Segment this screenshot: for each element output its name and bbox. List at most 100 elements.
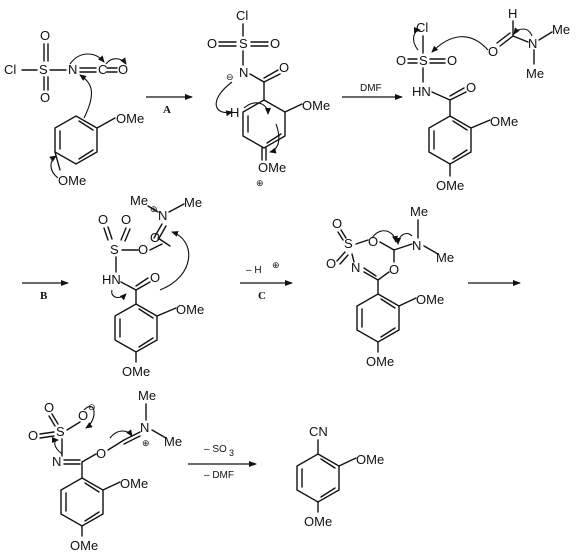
bond	[135, 277, 149, 287]
bond	[431, 91, 451, 101]
bond	[320, 487, 336, 498]
atom-o: O	[207, 36, 217, 51]
charge-plus: ⊕	[272, 260, 280, 270]
bond	[339, 254, 349, 265]
reaction-arrow-step-b: B	[22, 280, 69, 302]
curly-arrow	[395, 233, 413, 245]
step-label-b: B	[40, 290, 48, 302]
bond	[48, 415, 56, 427]
atom-s: S	[344, 236, 353, 251]
bond	[153, 223, 163, 239]
atom-n: N	[68, 62, 77, 77]
methoxy-group: OMe	[436, 178, 464, 193]
bond	[78, 149, 94, 160]
benzene-ring	[296, 453, 340, 503]
atom-n: N	[412, 238, 421, 253]
methyl-group: Me	[526, 66, 544, 81]
bond	[151, 429, 167, 439]
atom-h: H	[508, 6, 517, 21]
nitrile-group: CN	[309, 424, 328, 439]
bond	[470, 119, 491, 129]
atom-o: O	[78, 408, 88, 423]
bond	[284, 103, 303, 113]
atom-h: H	[230, 105, 239, 120]
bond	[107, 439, 125, 451]
benzene-ring	[356, 293, 400, 343]
atom-cl: Cl	[416, 20, 428, 35]
atom-o: O	[270, 36, 280, 51]
condition-minus-h: – H	[246, 265, 262, 276]
curly-arrow	[79, 74, 93, 119]
methoxy-group: OMe	[116, 111, 144, 126]
bond	[120, 281, 137, 291]
methoxy-group: OMe	[176, 302, 204, 317]
bond	[138, 308, 154, 319]
methoxy-group: OMe	[258, 160, 286, 175]
methoxy-group: OMe	[490, 114, 518, 129]
bond	[157, 225, 167, 241]
bond	[351, 253, 355, 263]
condition-dmf: DMF	[360, 83, 382, 94]
bond	[135, 281, 151, 291]
atom-o: O	[368, 234, 378, 249]
benzene-ring	[114, 303, 158, 353]
bond	[78, 120, 94, 131]
methyl-group: Me	[164, 434, 182, 449]
bond	[423, 245, 439, 255]
bond	[398, 297, 417, 307]
atom-n: N	[528, 36, 537, 51]
bond	[120, 227, 127, 241]
curly-arrow	[83, 406, 95, 429]
methyl-group: Me	[184, 195, 202, 210]
bond	[340, 229, 347, 239]
molecule-product-nitrile: CN OMe OMe	[296, 424, 384, 529]
reaction-arrow-elimination: – SO 3 – DMF	[188, 444, 257, 481]
benzene-ring	[60, 477, 104, 527]
charge-plus: ⊕	[256, 178, 264, 188]
atom-o: O	[389, 262, 399, 277]
bond	[84, 482, 100, 493]
atom-o: O	[96, 446, 106, 461]
atom-s: S	[239, 36, 248, 51]
bond	[379, 241, 395, 251]
condition-minus-dmf: – DMF	[204, 470, 234, 481]
atom-o: O	[488, 44, 498, 59]
bond	[156, 307, 177, 317]
atom-o: O	[40, 90, 50, 105]
bond	[103, 227, 109, 241]
bond	[39, 435, 55, 439]
bond	[452, 120, 468, 131]
methoxy-group: OMe	[356, 452, 384, 467]
methoxy-group: OMe	[70, 538, 98, 553]
curly-arrow	[513, 27, 533, 37]
atom-cl: Cl	[4, 62, 16, 77]
molecule-amide-and-dmf: Cl S O O HN O OMe OMe H O N Me Me	[396, 6, 570, 193]
curly-arrow	[51, 437, 63, 455]
molecule-sigma-complex: Cl S O O N ⊖ O H OMe OMe ⊕	[207, 8, 330, 188]
charge-minus: ⊖	[226, 72, 234, 82]
atom-n: N	[140, 420, 149, 435]
bond	[355, 239, 369, 245]
step-label-a: A	[163, 104, 171, 116]
bond	[39, 431, 55, 435]
atom-hn: HN	[102, 272, 121, 287]
methyl-group: Me	[410, 204, 428, 219]
bond	[337, 231, 344, 241]
bond	[157, 237, 171, 247]
atom-o: O	[44, 400, 54, 415]
curly-arrow	[111, 289, 127, 301]
curly-arrow	[49, 155, 59, 179]
bond	[499, 35, 514, 47]
bond	[496, 32, 511, 44]
bond	[320, 458, 336, 469]
bond	[123, 435, 141, 445]
bond	[363, 267, 377, 277]
atom-o: O	[466, 80, 476, 95]
methyl-group: Me	[130, 193, 148, 208]
curly-arrow	[159, 231, 190, 291]
methyl-group: Me	[552, 22, 570, 37]
curly-arrow	[412, 27, 421, 51]
methoxy-group: OMe	[122, 364, 150, 379]
molecule-csi-and-dimethoxybenzene: O O Cl S N C O OMe OMe	[4, 28, 144, 188]
reaction-arrow-step-c: – H ⊕ C	[240, 260, 293, 302]
